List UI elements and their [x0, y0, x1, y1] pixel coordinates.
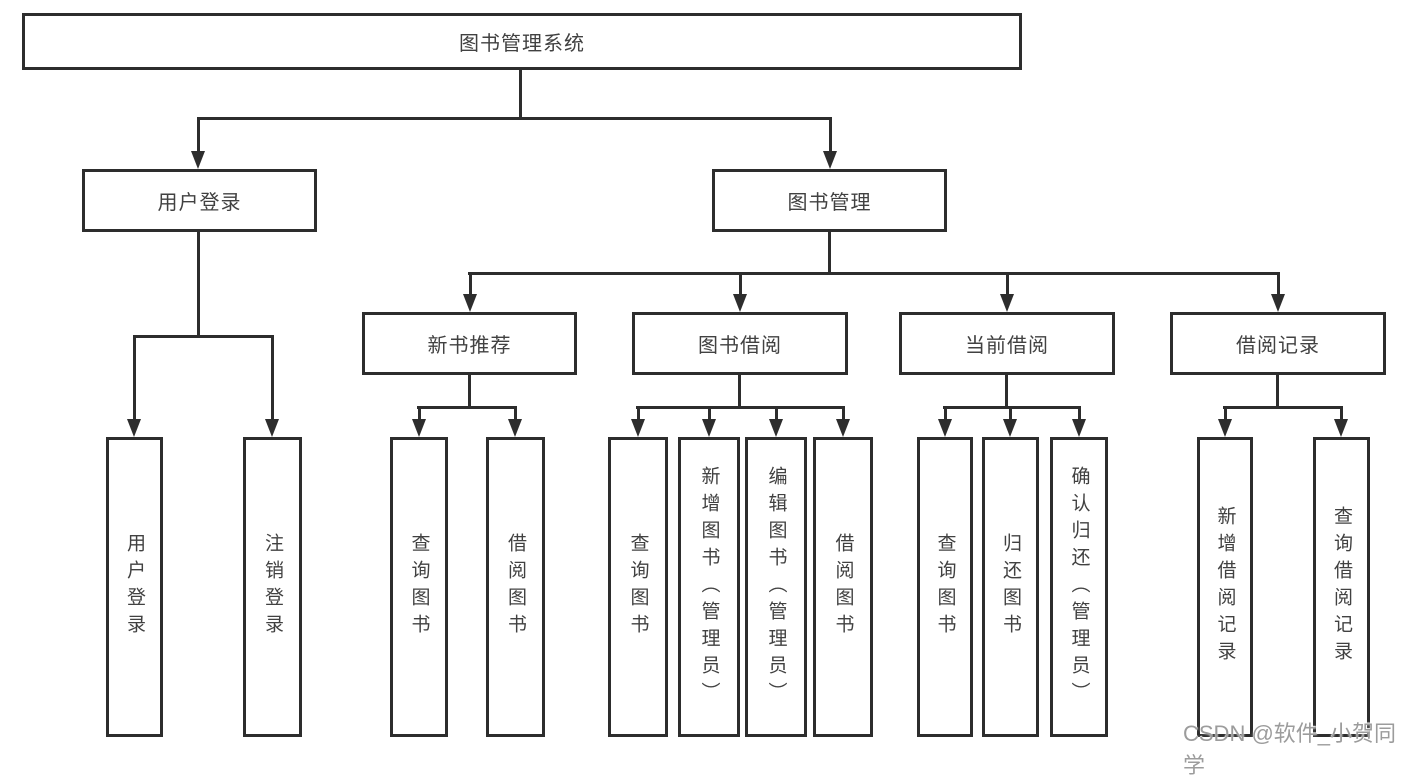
arrow-down	[1334, 406, 1348, 437]
connector-line	[1223, 406, 1343, 409]
csdn-watermark: CSDN @软件_小贺同学	[1183, 721, 1397, 778]
leaf-newrec-borrow-books: 借阅图书	[486, 437, 545, 737]
node-current-borrow: 当前借阅	[899, 312, 1115, 375]
leaf-cur-return-books: 归还图书	[982, 437, 1039, 737]
leaf-cur-query-books: 查询图书	[917, 437, 973, 737]
arrow-down	[463, 272, 477, 312]
arrow-down	[1271, 272, 1285, 312]
arrow-down	[1072, 406, 1086, 437]
node-book-management: 图书管理	[712, 169, 947, 232]
arrow-down	[938, 406, 952, 437]
connector-line	[1276, 374, 1279, 409]
leaf-logout: 注销登录	[243, 437, 302, 737]
arrow-down	[191, 117, 205, 169]
connector-line	[828, 231, 831, 275]
connector-line	[1005, 374, 1008, 409]
leaf-cur-confirm-return-admin: 确认归还（管理员）	[1050, 437, 1108, 737]
arrow-down	[769, 406, 783, 437]
arrow-down	[1218, 406, 1232, 437]
node-book-borrow: 图书借阅	[632, 312, 848, 375]
arrow-down	[1003, 406, 1017, 437]
arrow-down	[412, 406, 426, 437]
connector-line	[133, 335, 274, 338]
connector-line	[943, 406, 1081, 409]
leaf-bb-add-books-admin: 新增图书（管理员）	[678, 437, 740, 737]
connector-line	[468, 374, 471, 409]
leaf-rec-add-borrow-record: 新增借阅记录	[1197, 437, 1253, 737]
arrow-down	[265, 335, 279, 437]
arrow-down	[733, 272, 747, 312]
leaf-rec-query-borrow-record: 查询借阅记录	[1313, 437, 1370, 737]
connector-line	[519, 68, 522, 120]
connector-line	[417, 406, 517, 409]
leaf-bb-edit-books-admin: 编辑图书（管理员）	[745, 437, 807, 737]
leaf-bb-query-books: 查询图书	[608, 437, 668, 737]
node-user-login: 用户登录	[82, 169, 317, 232]
arrow-down	[836, 406, 850, 437]
node-borrow-records: 借阅记录	[1170, 312, 1386, 375]
arrow-down	[631, 406, 645, 437]
arrow-down	[702, 406, 716, 437]
connector-line	[197, 117, 831, 120]
connector-line	[468, 272, 1280, 275]
node-new-book-recommend: 新书推荐	[362, 312, 577, 375]
arrow-down	[823, 117, 837, 169]
connector-line	[636, 406, 845, 409]
leaf-newrec-query-books: 查询图书	[390, 437, 448, 737]
leaf-user-login: 用户登录	[106, 437, 163, 737]
connector-line	[738, 374, 741, 409]
connector-line	[197, 231, 200, 338]
arrow-down	[127, 335, 141, 437]
leaf-bb-borrow-books: 借阅图书	[813, 437, 873, 737]
node-library-management-system: 图书管理系统	[22, 13, 1022, 70]
arrow-down	[1000, 272, 1014, 312]
arrow-down	[508, 406, 522, 437]
